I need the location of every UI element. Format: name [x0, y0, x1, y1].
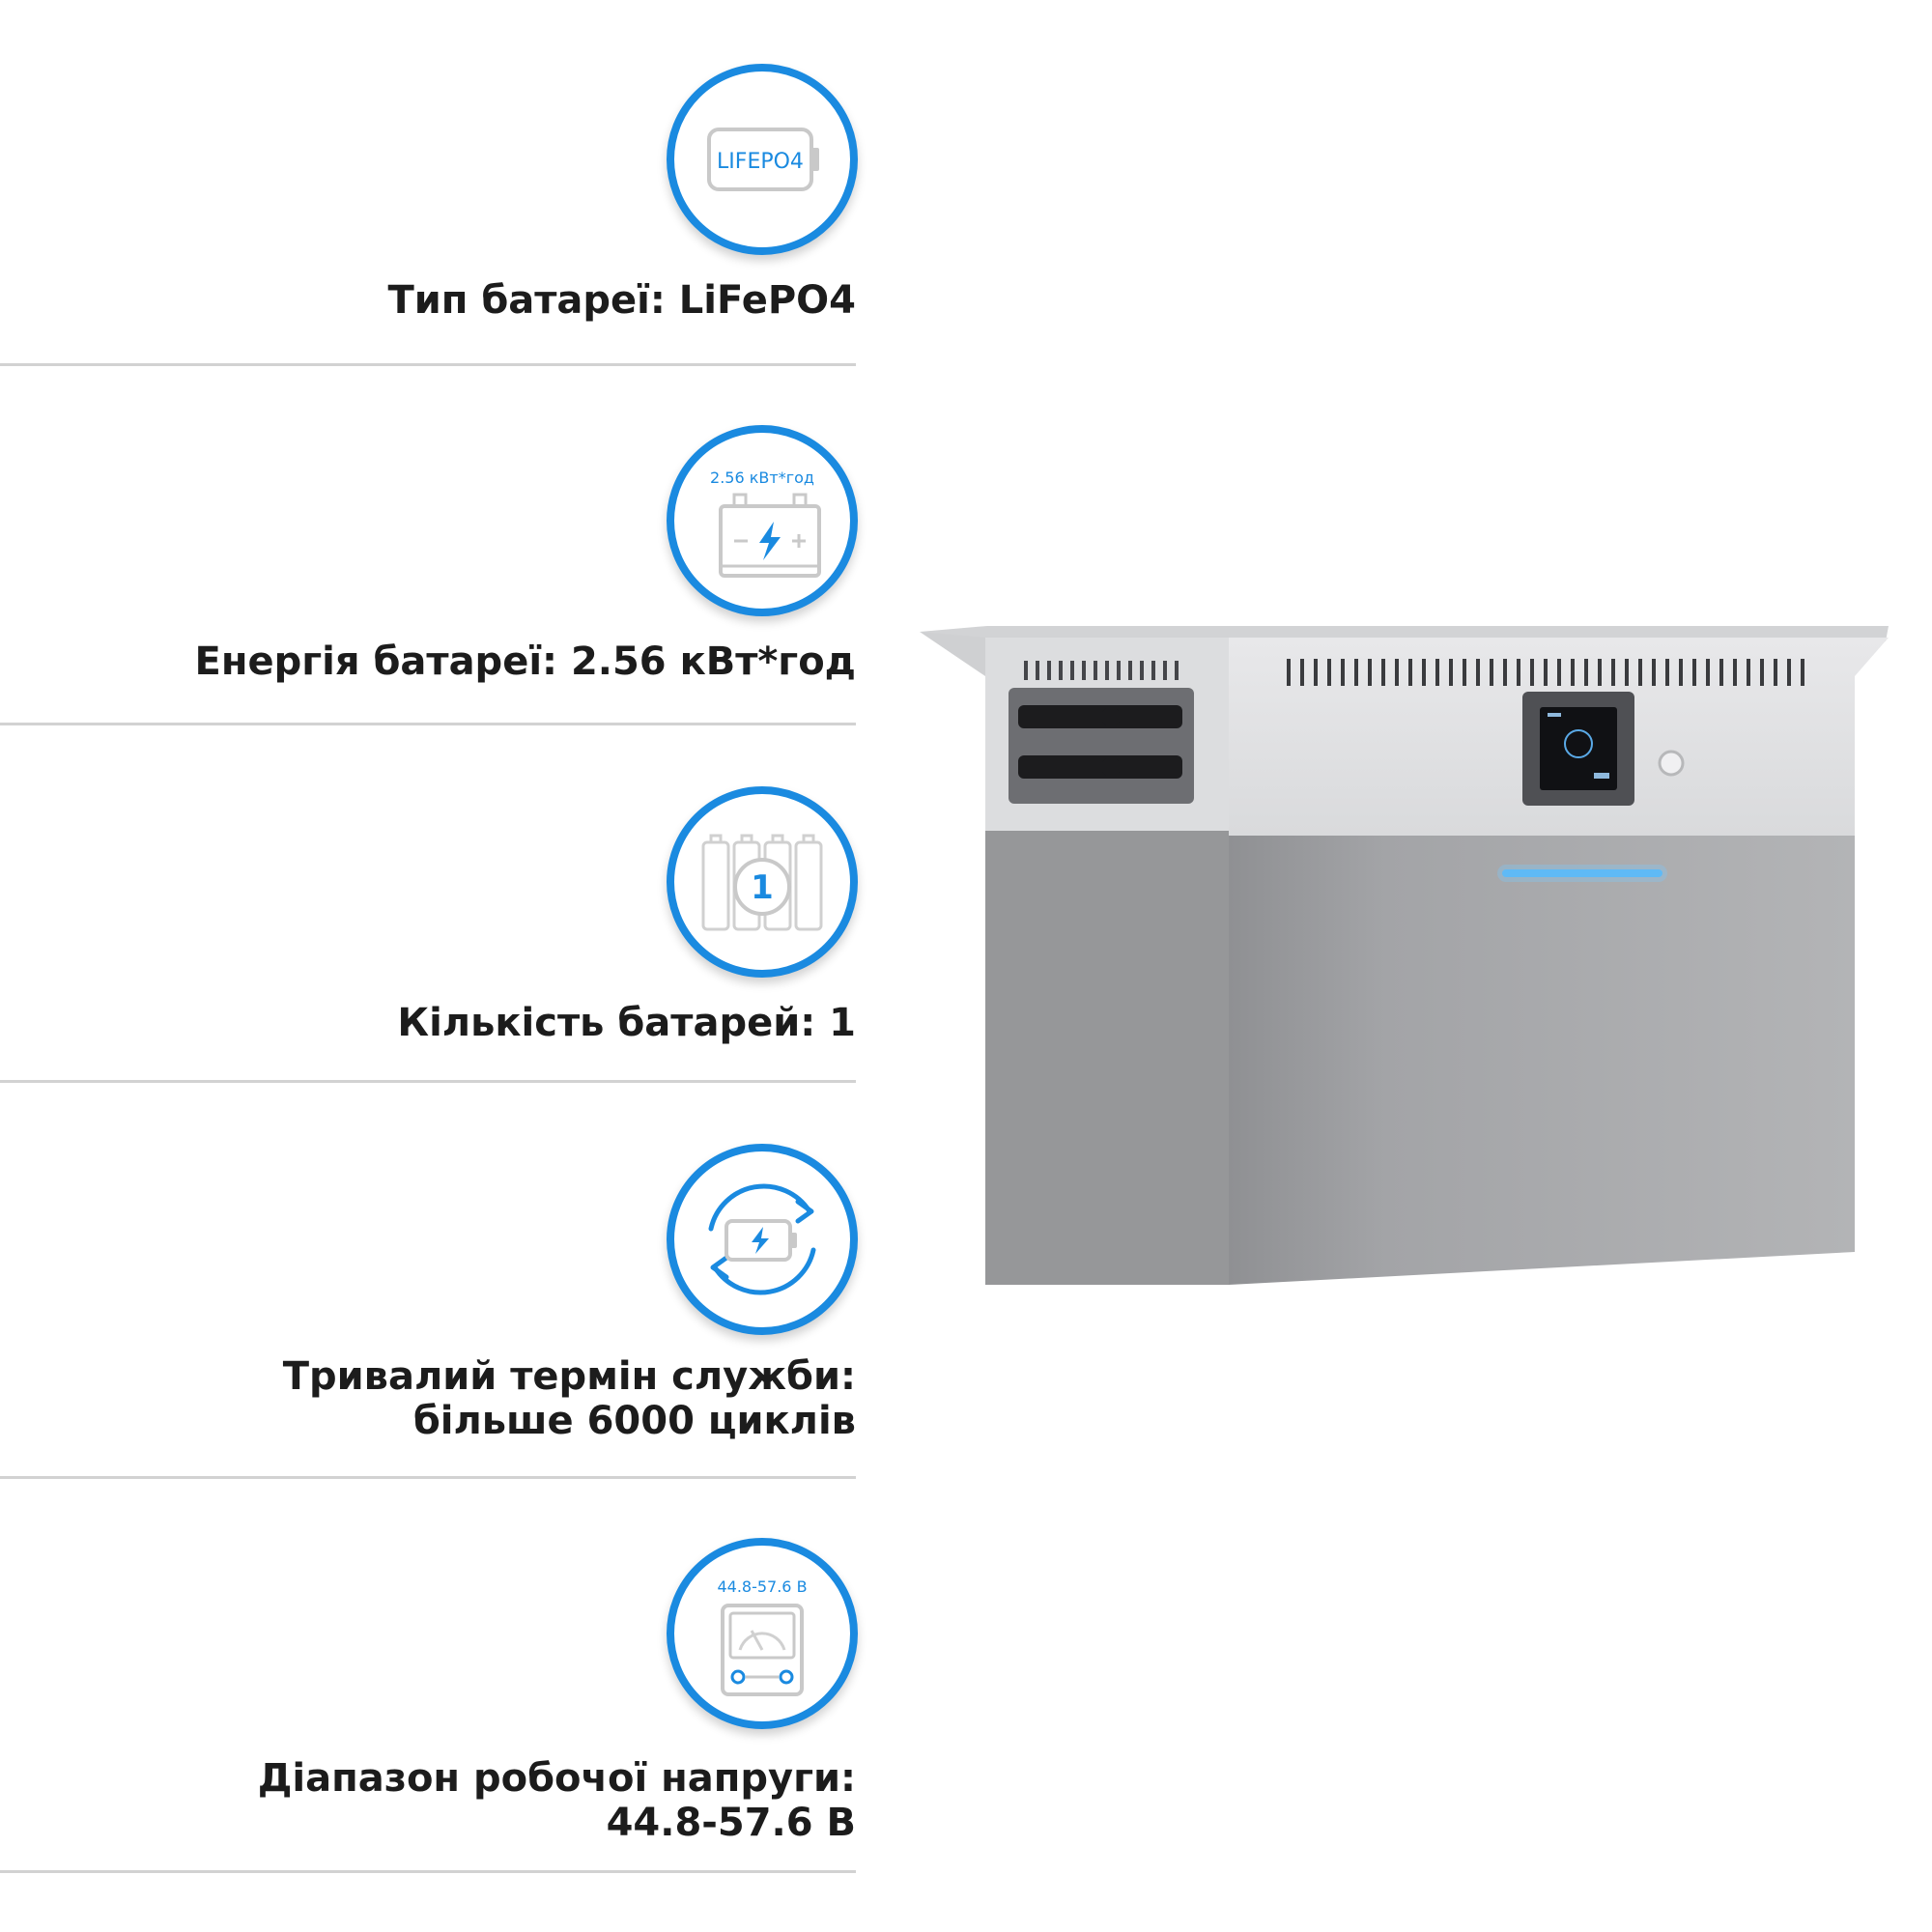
lifepo4-battery-icon: LIFEPO4 [707, 128, 819, 191]
battery-energy-icon: 2.56 кВт*год [710, 469, 821, 578]
voltage-icon-text: 44.8-57.6 В [717, 1577, 807, 1596]
spec-battery-energy-label: Енергія батареї: 2.56 кВт*год [0, 639, 856, 684]
count-icon-text: 1 [751, 868, 774, 907]
vent-slots-side [1024, 661, 1179, 680]
spec-service-life-line-1: Тривалий термін служби: [282, 1354, 856, 1399]
spec-service-life: Тривалий термін служби: більше 6000 цикл… [0, 1084, 858, 1480]
spec-battery-type-label: Тип батареї: LiFePO4 [0, 278, 856, 323]
spec-voltage-range: 44.8-57.6 В Діапазон робочої напруги: 44… [0, 1480, 858, 1895]
spec-battery-count: 1 Кількість батарей: 1 [0, 726, 858, 1084]
badge-count: 1 [667, 786, 858, 978]
energy-icon-text: 2.56 кВт*год [710, 469, 814, 487]
voltmeter-icon: 44.8-57.6 В [717, 1577, 808, 1696]
display-screen [1540, 707, 1617, 790]
badge-lifepo4: LIFEPO4 [667, 64, 858, 255]
connectors [1018, 705, 1182, 779]
lower-front [1229, 836, 1855, 1285]
spec-battery-type: LIFEPO4 Тип батареї: LiFePO4 [0, 0, 858, 367]
divider [0, 1476, 856, 1479]
spec-voltage-range-line-1: Діапазон робочої напруги: [257, 1756, 856, 1801]
badge-voltage: 44.8-57.6 В [667, 1538, 858, 1729]
spec-battery-count-label: Кількість батарей: 1 [0, 1001, 856, 1045]
battery-cycle-icon [708, 1183, 816, 1295]
spec-service-life-label: Тривалий термін служби: більше 6000 цикл… [0, 1354, 856, 1443]
spec-battery-type-line-1: Тип батареї: LiFePO4 [387, 278, 856, 323]
spec-voltage-range-label: Діапазон робочої напруги: 44.8-57.6 В [0, 1756, 856, 1845]
divider [0, 363, 856, 366]
spec-service-life-line-2: більше 6000 циклів [412, 1399, 856, 1443]
spec-battery-energy-line-1: Енергія батареї: 2.56 кВт*год [194, 639, 856, 684]
battery-count-icon: 1 [701, 834, 823, 931]
divider [0, 1870, 856, 1873]
badge-energy: 2.56 кВт*год [667, 425, 858, 616]
vent-slots-front [1287, 659, 1804, 686]
divider [0, 1080, 856, 1083]
spec-battery-energy: 2.56 кВт*год Енергія батареї: 2.56 кВт*г… [0, 367, 858, 726]
battery-unit-image [920, 626, 1889, 1285]
divider [0, 723, 856, 725]
spec-voltage-range-line-2: 44.8-57.6 В [606, 1801, 856, 1845]
led-indicator [1502, 869, 1662, 877]
lifepo4-icon-text: LIFEPO4 [717, 150, 804, 174]
badge-cycle [667, 1144, 858, 1335]
power-button [1658, 750, 1685, 777]
spec-battery-count-line-1: Кількість батарей: 1 [397, 1001, 856, 1045]
